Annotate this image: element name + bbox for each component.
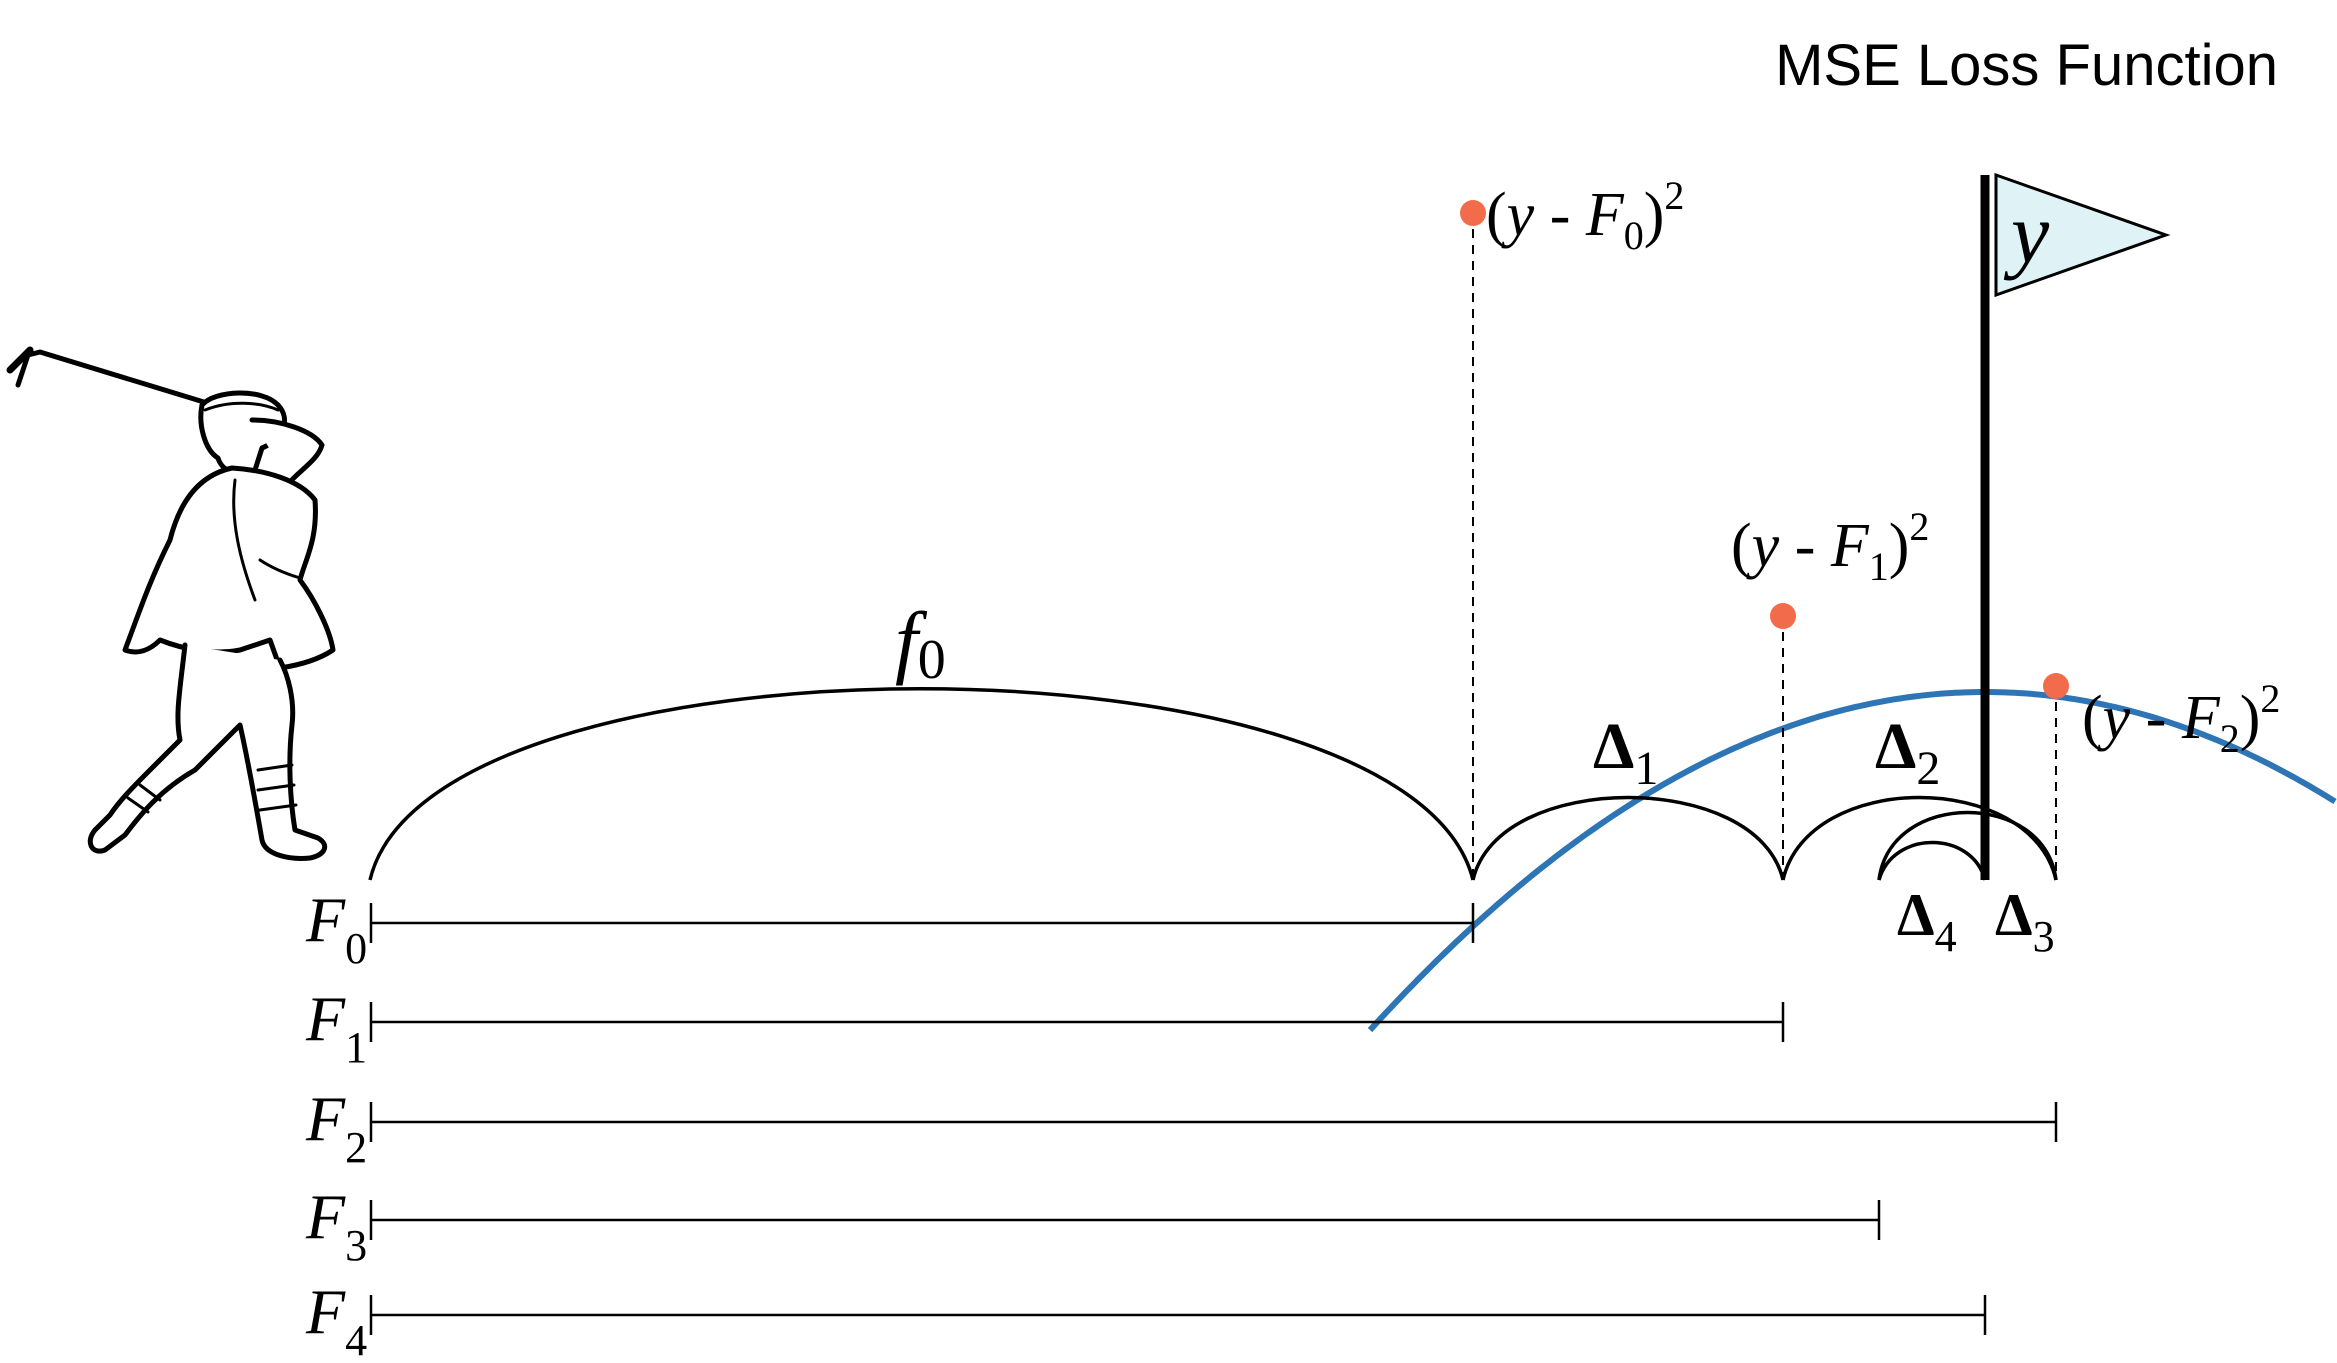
step-label-delta-3: Δ3 — [1995, 882, 2055, 961]
loss-label-f2: (y - F2)2 — [2082, 676, 2280, 761]
drop-lines — [1472, 213, 2057, 880]
prediction-label-f2: F2 — [305, 1083, 367, 1172]
arc-delta-4 — [1877, 840, 1987, 881]
loss-point-f0 — [1460, 200, 1486, 226]
arc-delta-3 — [1877, 810, 2058, 881]
arc-delta-1 — [1471, 795, 1785, 881]
golfer-head — [198, 390, 288, 476]
diagram-title: MSE Loss Function — [1775, 33, 2278, 98]
golfer-illustration-icon — [6, 346, 336, 861]
loss-point-f1 — [1770, 603, 1796, 629]
golfer-coat — [122, 465, 336, 671]
arc-f0 — [368, 687, 1475, 881]
prediction-label-f4: F4 — [305, 1276, 367, 1363]
mse-loss-curve — [1367, 689, 2337, 1033]
loss-label-f0: (y - F0)2 — [1486, 173, 1684, 258]
step-arcs — [368, 687, 2058, 881]
prediction-label-f3: F3 — [305, 1181, 367, 1270]
prediction-bar-f2: F2 — [305, 1083, 2058, 1172]
prediction-bar-f4: F4 — [305, 1276, 1987, 1363]
step-label-delta-2: Δ2 — [1875, 710, 1940, 795]
step-label-f0: f0 — [895, 595, 946, 691]
flag-icon: y — [1980, 172, 2171, 880]
flag-pennant — [1994, 172, 2171, 298]
prediction-bar-f1: F1 — [305, 983, 1785, 1072]
loss-point-f2 — [2043, 673, 2069, 699]
arc-delta-2 — [1781, 795, 2058, 881]
step-label-delta-4: Δ4 — [1897, 882, 1957, 961]
prediction-label-f1: F1 — [305, 983, 367, 1072]
prediction-bar-f0: F0 — [305, 884, 1475, 973]
prediction-bar-f3: F3 — [305, 1181, 1881, 1270]
prediction-label-f0: F0 — [305, 884, 367, 973]
target-label: y — [2003, 185, 2050, 281]
step-label-delta-1: Δ1 — [1593, 710, 1658, 795]
loss-label-f1: (y - F1)2 — [1731, 504, 1929, 589]
golfer-legs — [87, 642, 328, 861]
